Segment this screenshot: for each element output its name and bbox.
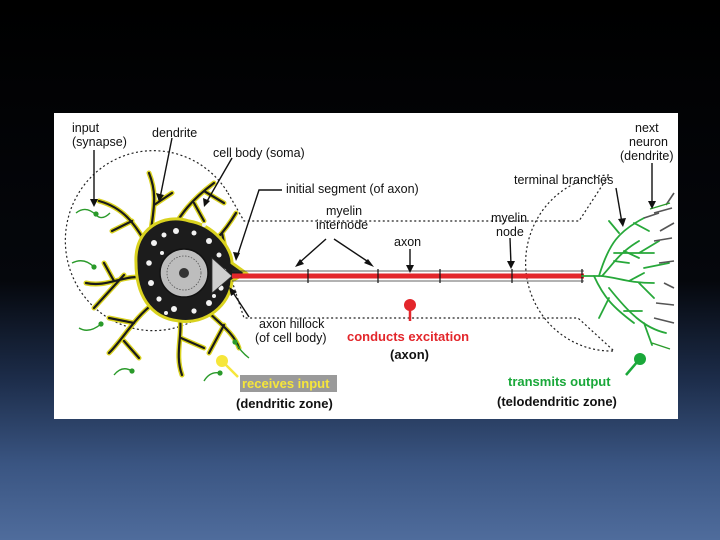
axon (232, 269, 584, 283)
label-cell-body: cell body (soma) (213, 146, 305, 160)
label-telodendritic-zone: (telodendritic zone) (497, 394, 617, 409)
label-axon-zone: (axon) (390, 347, 429, 362)
zone-funnel-bottom (231, 280, 615, 352)
neuron-diagram: input (synapse) dendrite cell body (soma… (64, 121, 675, 411)
label-next: next (635, 121, 659, 135)
label-myelin-internode-1: myelin (326, 204, 362, 218)
telodendritic-zone-outline (525, 174, 615, 352)
axon-marker-dot (404, 299, 416, 311)
terminal-branches (581, 192, 675, 350)
zone-markers (216, 299, 646, 378)
leader-arrows (90, 137, 656, 318)
label-synapse: (synapse) (72, 135, 127, 149)
label-myelin-node-2: node (496, 225, 524, 239)
label-input: input (72, 121, 100, 135)
zone-funnel-top (227, 174, 610, 222)
telodendritic-marker-dot (634, 353, 646, 365)
label-neuron: neuron (629, 135, 668, 149)
label-of-cell-body: (of cell body) (255, 331, 327, 345)
label-dendrite-next: (dendrite) (620, 149, 674, 163)
label-terminal-branches: terminal branches (514, 173, 613, 187)
axon-hillock (211, 257, 233, 294)
cell-body (134, 217, 249, 323)
synapse-inputs (71, 208, 250, 382)
label-axon-hillock: axon hillock (259, 317, 325, 331)
diagram-panel: input (synapse) dendrite cell body (soma… (54, 113, 678, 419)
label-conducts-excitation: conducts excitation (347, 329, 469, 344)
label-dendritic-zone: (dendritic zone) (236, 396, 333, 411)
label-initial-segment: initial segment (of axon) (286, 182, 419, 196)
label-dendrite: dendrite (152, 126, 197, 140)
label-myelin-internode-2: internode (316, 218, 368, 232)
receives-input-highlight (240, 375, 337, 392)
label-receives-input: receives input (242, 376, 330, 391)
label-axon: axon (394, 235, 421, 249)
label-myelin-node-1: myelin (491, 211, 527, 225)
nucleolus (179, 268, 189, 278)
label-transmits-output: transmits output (508, 374, 611, 389)
dendritic-marker-dot (216, 355, 228, 367)
